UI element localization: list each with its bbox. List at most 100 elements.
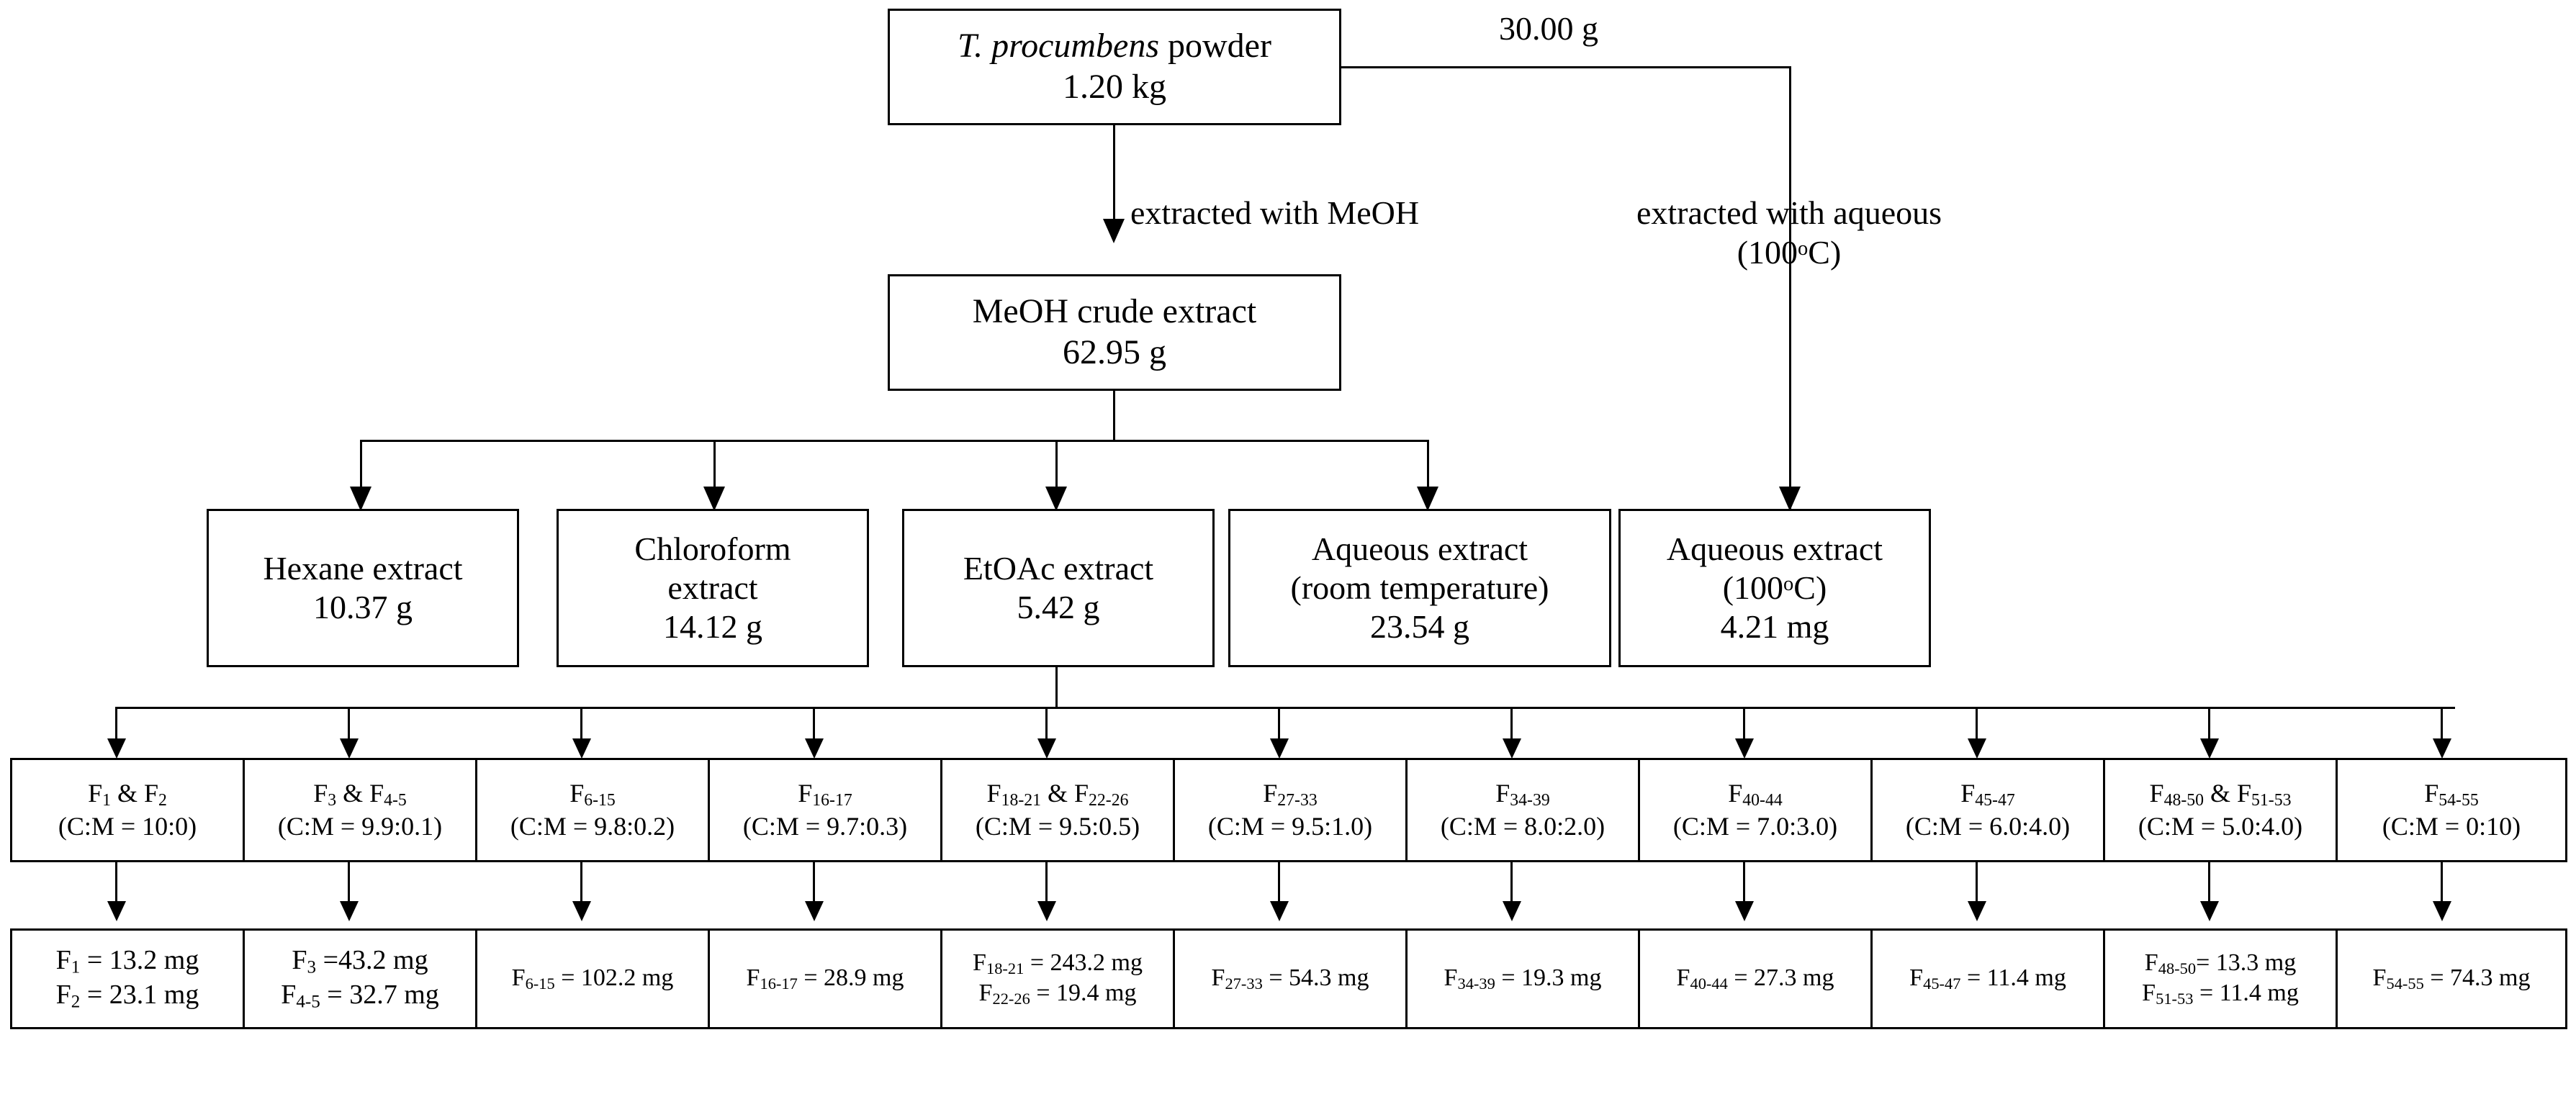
arrowhead-to-yield-2: [340, 901, 359, 921]
yield-line: F6-15 = 102.2 mg: [511, 964, 674, 993]
fraction-ratio: (C:M = 8.0:2.0): [1440, 811, 1606, 841]
yield-cell: F45-47 = 11.4 mg: [1873, 931, 2105, 1027]
arrowhead-to-yield-3: [572, 901, 591, 921]
node-etoac-name: EtOAc extract: [963, 549, 1154, 587]
node-chloroform-amount: 14.12 g: [663, 608, 762, 646]
fraction-label: F54-55: [2424, 779, 2479, 810]
label-aqueous-line1: extracted with aqueous: [1636, 194, 1942, 231]
yield-line: F48-50= 13.3 mg: [2144, 949, 2297, 978]
fraction-ratio: (C:M = 9.7:0.3): [742, 811, 908, 841]
fraction-ratio: (C:M = 9.5:1.0): [1207, 811, 1373, 841]
yield-cell: F27-33 = 54.3 mg: [1175, 931, 1408, 1027]
species-name-italic: T. procumbens: [958, 27, 1160, 65]
yield-cell: F1 = 13.2 mg F2 = 23.1 mg: [12, 931, 245, 1027]
connector-yield-stem-9: [1976, 862, 1978, 907]
connector-yield-stem-3: [580, 862, 582, 907]
node-chloroform-name-2: extract: [667, 569, 758, 606]
node-aqueous-100c-temp: (100oC): [1722, 569, 1827, 606]
fraction-label: F40-44: [1728, 779, 1783, 810]
node-etoac-extract: EtOAc extract 5.42 g: [902, 509, 1215, 667]
node-etoac-amount: 5.42 g: [1017, 589, 1100, 625]
label-aqueous-line2: (100oC): [1737, 234, 1842, 271]
connector-yield-stem-2: [348, 862, 350, 907]
label-extracted-with-aqueous: extracted with aqueous (100oC): [1580, 193, 1998, 272]
node-aqueous-rt-name-2: (room temperature): [1290, 569, 1549, 606]
arrowhead-to-yield-4: [805, 901, 824, 921]
fraction-cell: F54-55 (C:M = 0:10): [2338, 760, 2565, 860]
connector-drop-fraction-1: [115, 707, 117, 751]
arrowhead-to-yield-6: [1270, 901, 1289, 921]
yield-line: F40-44 = 27.3 mg: [1676, 964, 1834, 993]
fraction-cell: F48-50 & F51-53 (C:M = 5.0:4.0): [2105, 760, 2338, 860]
label-extracted-with-meoh: extracted with MeOH: [1130, 194, 1420, 231]
arrowhead-to-yield-5: [1037, 901, 1056, 921]
fraction-ratio: (C:M = 9.5:0.5): [975, 811, 1140, 841]
arrowhead-to-fraction-7: [1503, 738, 1521, 759]
node-aqueous-100c-amount: 4.21 mg: [1720, 608, 1829, 646]
fraction-label: F45-47: [1960, 779, 2015, 810]
connector-drop-fraction-4: [813, 707, 815, 751]
yield-line: F51-53 = 11.4 mg: [2142, 980, 2299, 1008]
fraction-label: F1 & F2: [88, 779, 167, 810]
yield-cell: F3 =43.2 mg F4-5 = 32.7 mg: [245, 931, 477, 1027]
connector-yield-stem-11: [2441, 862, 2443, 907]
connector-meoh-vertical: [1113, 125, 1115, 233]
yield-line: F22-26 = 19.4 mg: [978, 980, 1137, 1008]
arrowhead-to-fraction-3: [572, 738, 591, 759]
yield-line: F18-21 = 243.2 mg: [973, 949, 1143, 978]
connector-yield-stem-8: [1743, 862, 1745, 907]
node-aqueous-100c-extract: Aqueous extract (100oC) 4.21 mg: [1618, 509, 1931, 667]
arrowhead-to-yield-8: [1735, 901, 1754, 921]
arrowhead-to-yield-10: [2200, 901, 2219, 921]
arrowhead-to-fraction-1: [107, 738, 126, 759]
yield-line: F3 =43.2 mg: [292, 945, 428, 977]
arrowhead-to-yield-7: [1503, 901, 1521, 921]
node-meoh-crude-amount: 62.95 g: [1063, 333, 1166, 371]
fraction-cell: F34-39 (C:M = 8.0:2.0): [1408, 760, 1640, 860]
yield-line: F45-47 = 11.4 mg: [1909, 964, 2066, 993]
fraction-cell: F6-15 (C:M = 9.8:0.2): [477, 760, 710, 860]
fraction-cell: F27-33 (C:M = 9.5:1.0): [1175, 760, 1408, 860]
fraction-label: F48-50 & F51-53: [2149, 779, 2292, 810]
connector-drop-fraction-8: [1743, 707, 1745, 751]
degree-superscript-o: o: [1798, 238, 1809, 261]
fraction-cell: F16-17 (C:M = 9.7:0.3): [710, 760, 942, 860]
species-name-plain: powder: [1159, 27, 1271, 65]
arrowhead-to-fraction-5: [1037, 738, 1056, 759]
fraction-ratio: (C:M = 0:10): [2382, 811, 2521, 841]
connector-yield-stem-7: [1510, 862, 1513, 907]
connector-drop-etoac: [1055, 440, 1058, 494]
connector-yield-stem-6: [1278, 862, 1280, 907]
fraction-label: F27-33: [1263, 779, 1318, 810]
arrowhead-to-fraction-6: [1270, 738, 1289, 759]
yield-cell: F16-17 = 28.9 mg: [710, 931, 942, 1027]
fraction-ratio: (C:M = 7.0:3.0): [1672, 811, 1838, 841]
arrowhead-to-meoh-crude: [1103, 219, 1125, 243]
fraction-label: F3 & F4-5: [313, 779, 407, 810]
connector-drop-fraction-6: [1278, 707, 1280, 751]
fraction-cell: F45-47 (C:M = 6.0:4.0): [1873, 760, 2105, 860]
arrowhead-to-aqueous-100c: [1779, 487, 1801, 511]
connector-drop-aqueous-rt: [1427, 440, 1429, 494]
connector-yield-stem-10: [2208, 862, 2210, 907]
yield-cell: F40-44 = 27.3 mg: [1640, 931, 1873, 1027]
connector-crude-stem: [1113, 391, 1115, 441]
node-chloroform-extract: Chloroform extract 14.12 g: [557, 509, 869, 667]
node-aqueous-rt-name-1: Aqueous extract: [1311, 530, 1528, 567]
arrowhead-to-fraction-10: [2200, 738, 2219, 759]
fraction-row: F1 & F2 (C:M = 10:0) F3 & F4-5 (C:M = 9.…: [10, 758, 2567, 862]
node-meoh-crude-extract: MeOH crude extract 62.95 g: [888, 274, 1341, 391]
fraction-label: F34-39: [1495, 779, 1550, 810]
arrowhead-to-yield-1: [107, 901, 126, 921]
node-plant-powder-name: T. procumbens powder: [958, 26, 1271, 67]
yield-cell: F48-50= 13.3 mg F51-53 = 11.4 mg: [2105, 931, 2338, 1027]
connector-drop-fraction-11: [2441, 707, 2443, 751]
fraction-cell: F18-21 & F22-26 (C:M = 9.5:0.5): [942, 760, 1175, 860]
arrowhead-to-fraction-2: [340, 738, 359, 759]
connector-drop-fraction-7: [1510, 707, 1513, 751]
arrowhead-to-etoac: [1045, 487, 1067, 511]
node-meoh-crude-name: MeOH crude extract: [972, 292, 1257, 331]
fraction-ratio: (C:M = 5.0:4.0): [2138, 811, 2303, 841]
connector-drop-fraction-3: [580, 707, 582, 751]
